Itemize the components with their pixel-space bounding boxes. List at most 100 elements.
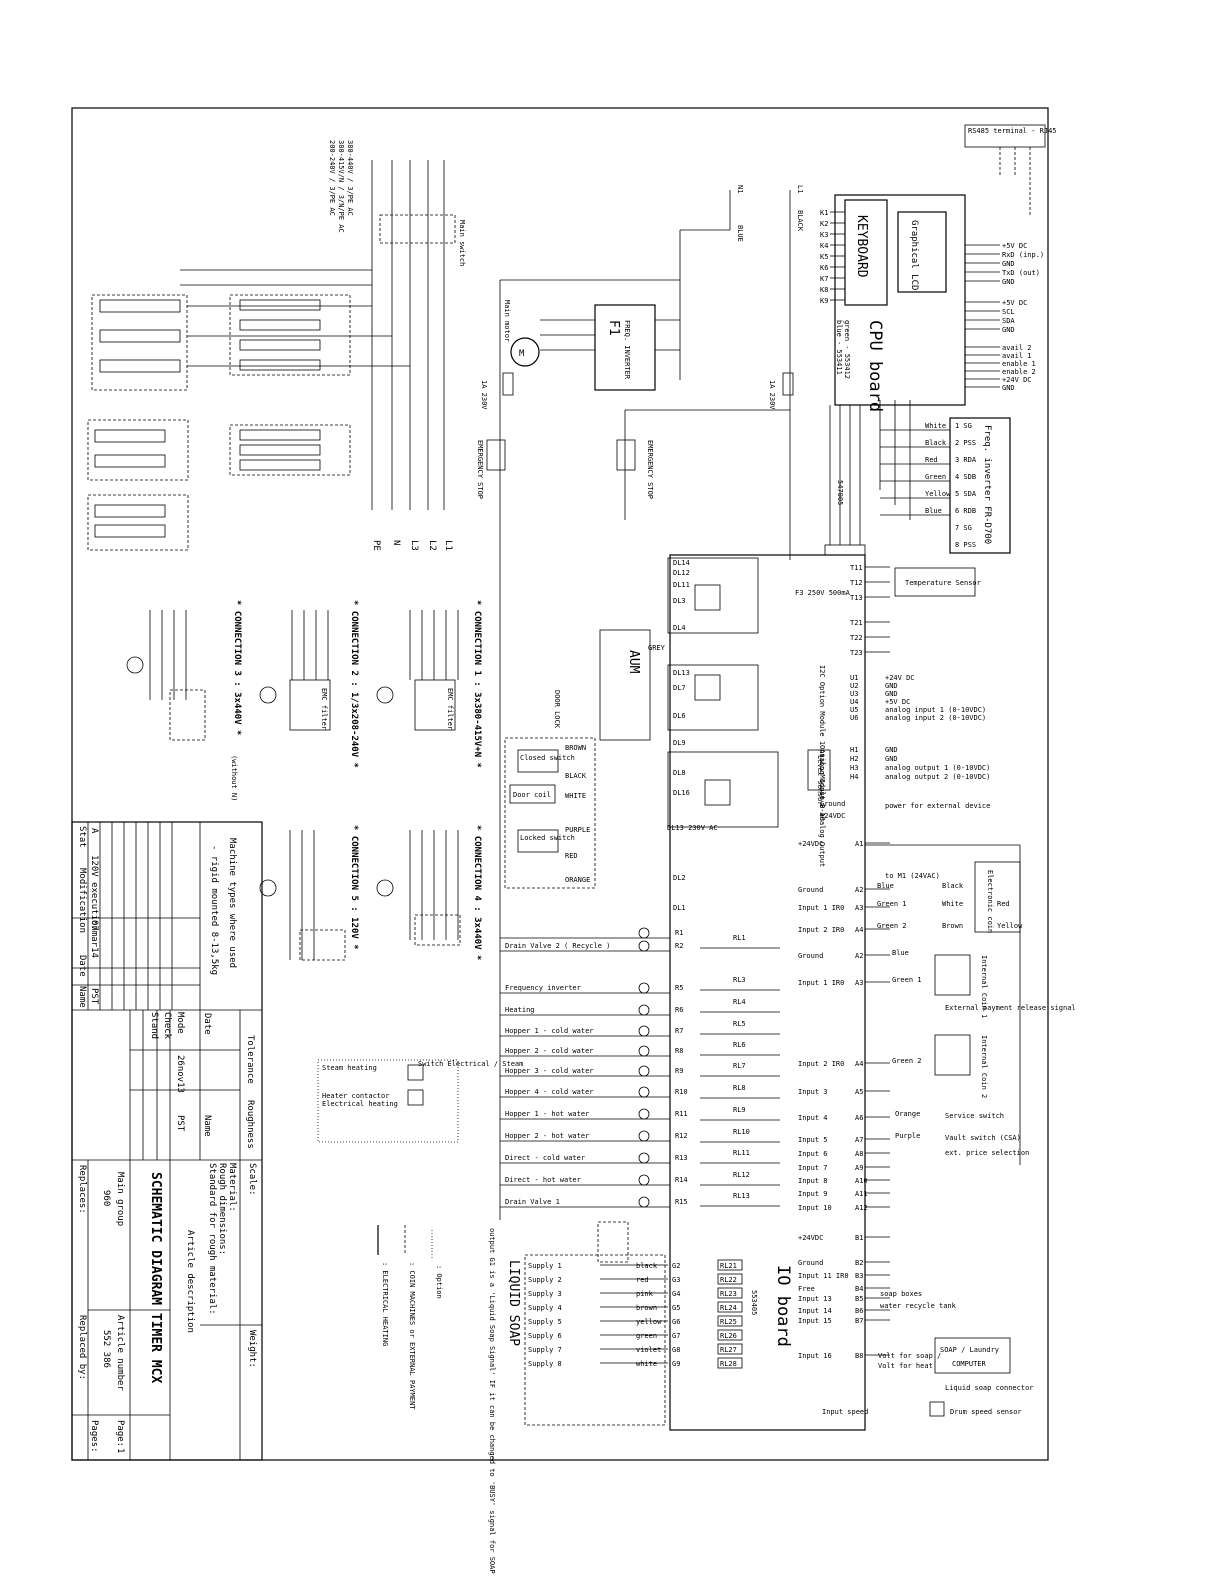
connection-3-label: * CONNECTION 3 : 3x440V *	[232, 600, 242, 735]
computer-label: COMPUTER	[952, 1360, 987, 1368]
soap-supply-1: Supply 1	[528, 1262, 562, 1270]
power-external-label: power for external device	[885, 802, 990, 810]
relay-rl3: RL3	[733, 976, 746, 984]
tolerance-label: Tolerance	[245, 1035, 255, 1084]
k-pin-1: K1	[820, 209, 828, 217]
io-wire-8: Yellow	[997, 922, 1023, 930]
input-pin-14: A11	[855, 1190, 868, 1198]
level-sensor-label: Level sensor	[816, 755, 824, 806]
avail-pin-2: avail 1	[1002, 352, 1032, 360]
soap-wire-4: brown	[636, 1304, 657, 1312]
soap-g-pin-7: G8	[672, 1346, 680, 1354]
locked-switch-label: Locked switch	[520, 834, 575, 842]
date-label: Date	[202, 1013, 212, 1035]
k-pin-4: K4	[820, 242, 828, 250]
io-wire-5: Red	[997, 900, 1010, 908]
output-terminal-6	[638, 1045, 650, 1057]
i2c-pin-1: +5V DC	[1002, 299, 1027, 307]
mode-switch-label: Switch Electrical / Steam	[418, 1060, 523, 1068]
fr-wire-blue: Blue	[925, 507, 942, 515]
ext-price-label: ext. price selection	[945, 1149, 1029, 1157]
terminal-l3: L3	[409, 540, 419, 551]
output-pin-r6: R6	[675, 1006, 683, 1014]
fr-pin-5: 5 SDA	[955, 490, 977, 498]
input-pin-2: A2	[855, 886, 863, 894]
input-label-7: Input 2 IR0	[798, 1060, 844, 1068]
machine-types-label: Machine types where used	[227, 838, 237, 968]
legend-coin: : COIN MACHINES or EXTERNAL PAYMENT	[408, 1262, 416, 1410]
output-terminal-1	[638, 927, 650, 939]
output-label-5: Hopper 1 - cold water	[505, 1027, 594, 1035]
dl-dl4: DL4	[673, 624, 686, 632]
io-wire-9: Blue	[892, 949, 909, 957]
relay-rl12: RL12	[733, 1171, 750, 1179]
internal-coin-2-label: Internal Coin 2	[980, 1035, 988, 1098]
mode-name: PST	[175, 1115, 185, 1132]
i2c-pin-2: SCL	[1002, 308, 1015, 316]
voltage-label-1: 200-240V / 3/PE AC	[328, 140, 336, 216]
weight-label: Weight:	[247, 1330, 257, 1368]
output-label-8: Hopper 4 - cold water	[505, 1088, 594, 1096]
serial-pin-3: GND	[1002, 260, 1015, 268]
io-wire-13: Purple	[895, 1132, 920, 1140]
input-pin-3: A3	[855, 904, 863, 912]
replaced-by-label: Replaced by:	[77, 1315, 87, 1380]
door-lock-label: DOOR LOCK	[553, 690, 561, 729]
avail-pin-6: GND	[1002, 384, 1015, 392]
soap-relay-6: RL26	[720, 1332, 737, 1340]
wire-purple: PURPLE	[565, 826, 590, 834]
relay-rl11: RL11	[733, 1149, 750, 1157]
soap-g-pin-6: G7	[672, 1332, 680, 1340]
input-pin-10: A7	[855, 1136, 863, 1144]
aum-label: AUM	[626, 650, 641, 674]
dl-dl11: DL11	[673, 581, 690, 589]
l1-label: L1	[796, 185, 804, 193]
without-n-label: (without N)	[230, 755, 238, 801]
input-pin-17: B2	[855, 1259, 863, 1267]
avail-pin-5: +24V DC	[1002, 376, 1032, 384]
stat-label: Stat	[77, 826, 87, 848]
output-pin-r9: R9	[675, 1067, 683, 1075]
output-pin-r2: R2	[675, 942, 683, 950]
terminal-pe: PE	[371, 540, 381, 551]
soap-boxes-label: soap boxes	[880, 1290, 922, 1298]
k-pin-7: K7	[820, 275, 828, 283]
relay-rl10: RL10	[733, 1128, 750, 1136]
input-label-2: Ground	[798, 886, 823, 894]
u-pin-4: U4	[850, 698, 858, 706]
dl-dl1: DL1	[673, 904, 686, 912]
fuse-rating-1: 1A 230V	[480, 380, 488, 410]
input-pin-1: A1	[855, 840, 863, 848]
input-label-20: Input 13	[798, 1295, 832, 1303]
main-motor-label: Main motor	[503, 300, 511, 342]
input-label-16: +24VDC	[798, 1234, 823, 1242]
relay-rl8: RL8	[733, 1084, 746, 1092]
page-label: Page:	[115, 1420, 125, 1447]
input-pin-20: B5	[855, 1295, 863, 1303]
h-pin-1: H1	[850, 746, 858, 754]
scale-label: Scale:	[247, 1163, 257, 1196]
input-label-19: Free	[798, 1285, 815, 1293]
soap-supply-5: Supply 5	[528, 1318, 562, 1326]
dl-dl13: DL13	[673, 669, 690, 677]
soap-g-pin-1: G2	[672, 1262, 680, 1270]
output-terminal-8	[638, 1086, 650, 1098]
dl-dl16: DL16	[673, 789, 690, 797]
io-board-title: IO board	[773, 1265, 793, 1347]
input-label-5: Ground	[798, 952, 823, 960]
fr-pin-8: 8 PSS	[955, 541, 976, 549]
input-label-9: Input 4	[798, 1114, 828, 1122]
aum-module	[599, 629, 651, 741]
soap-wire-7: violet	[636, 1346, 661, 1354]
io-wire-1: Blue	[877, 882, 894, 890]
output-label-2: Drain Valve 2 ( Recycle )	[505, 942, 610, 950]
input-pin-8: A5	[855, 1088, 863, 1096]
rs485-label: RS485 terminal - RJ45	[968, 127, 1057, 135]
soap-laundry-computer-box	[934, 1337, 1011, 1374]
lcd-block	[897, 211, 947, 293]
connection-5-label: * CONNECTION 5 : 120V *	[349, 825, 359, 950]
input-speed-label: Input speed	[822, 1408, 868, 1416]
stand-label: Stand	[149, 1012, 159, 1039]
vault-switch-label: Vault switch (CSA)	[945, 1134, 1021, 1142]
